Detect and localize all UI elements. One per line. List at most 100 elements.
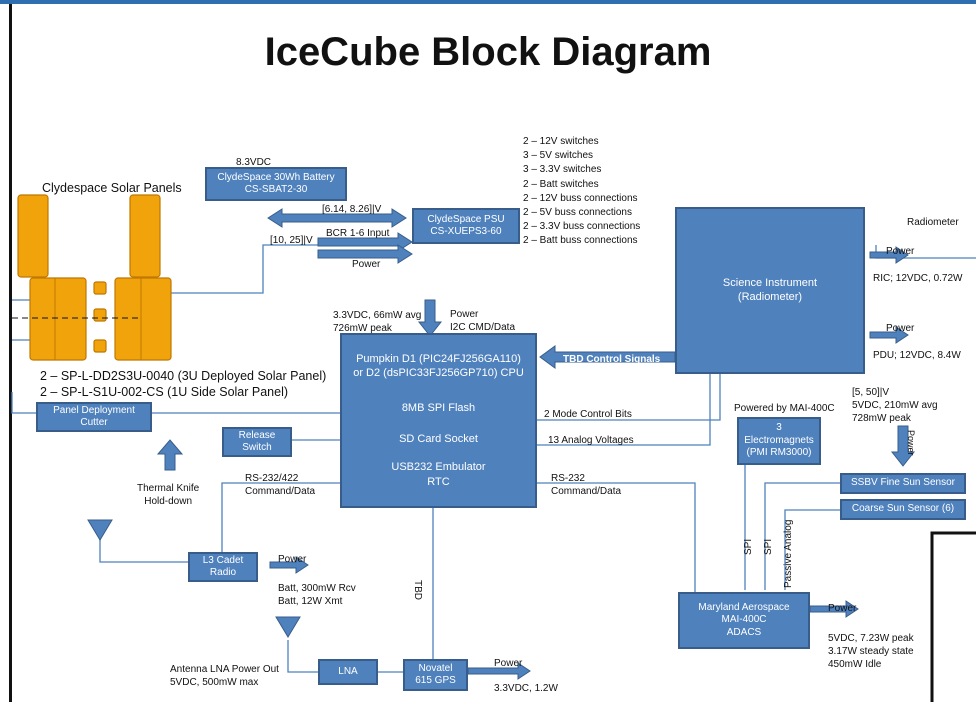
antenna-line: Antenna LNA Power Out: [170, 664, 279, 675]
left-border: [9, 4, 12, 702]
science-instrument-block: Science Instrument (Radiometer): [675, 207, 865, 374]
battery-voltage: 8.3VDC: [236, 157, 272, 168]
cpu-line-2: or D2 (dsPIC33FJ256GP710) CPU: [353, 367, 524, 379]
rs232-label: RS-232 Command/Data: [551, 472, 621, 498]
batt-psu-voltage: [6.14, 8.26]|V: [322, 204, 382, 215]
magnets-powered-by: Powered by MAI-400C: [734, 403, 835, 414]
coarse-sun-label: Coarse Sun Sensor (6): [851, 503, 955, 515]
panel-part-1: 2 – SP-L-DD2S3U-0040 (3U Deployed Solar …: [40, 369, 327, 383]
cpu-line-4: SD Card Socket: [399, 433, 478, 445]
fine-sun-label: SSBV Fine Sun Sensor: [851, 477, 955, 489]
spi-label-1: SPI: [743, 538, 754, 555]
release-line-2: Switch: [242, 442, 272, 453]
sun-fine-spec: 5VDC, 210mW avg: [852, 400, 938, 411]
spi-label-2: SPI: [763, 538, 774, 555]
adacs-spec: 450mW Idle: [828, 659, 882, 670]
cpu-power-left: 3.3VDC, 66mW avg 726mW peak: [333, 309, 421, 335]
psu-spec: 2 – 12V switches: [523, 136, 599, 147]
rs232-422-label: RS-232/422 Command/Data: [245, 472, 315, 498]
psu-spec: 2 – Batt switches: [523, 178, 599, 190]
radio-line-2: Radio: [209, 567, 237, 578]
cpu-power-line: 726mW peak: [333, 323, 392, 334]
adacs-spec: 3.17W steady state: [828, 646, 914, 657]
rs232-422-line: RS-232/422: [245, 473, 299, 484]
cpu-line-5: USB232 Embulator: [391, 461, 486, 473]
rs232-line: RS-232: [551, 473, 585, 484]
pdu-spec: PDU; 12VDC, 8.4W: [873, 350, 961, 361]
adacs-block: Maryland Aerospace MAI-400C ADACS: [678, 592, 810, 649]
cpu-power-right: Power I2C CMD/Data: [450, 308, 515, 334]
psu-spec: 3 – 3.3V switches: [523, 164, 602, 176]
adacs-spec: 5VDC, 7.23W peak: [828, 633, 914, 644]
cpu-power-line: 3.3VDC, 66mW avg: [333, 310, 422, 321]
sun-fine-specs: [5, 50]|V 5VDC, 210mW avg 728mW peak: [852, 386, 938, 425]
radio-spec: Batt, 12W Xmt: [278, 596, 343, 607]
release-line-1: Release: [238, 429, 276, 441]
rs232-line: Command/Data: [551, 486, 622, 497]
psu-line-2: CS-XUEPS3-60: [430, 226, 502, 237]
psu-spec: 3 – 5V switches: [523, 150, 594, 162]
thermal-line: Thermal Knife: [137, 483, 200, 494]
psu-block: ClydeSpace PSU CS-XUEPS3-60: [412, 208, 520, 244]
solar-voltage: [10, 25]|V: [270, 235, 313, 246]
cpu-power-line: Power: [450, 309, 479, 320]
coarse-sun-sensor-block: Coarse Sun Sensor (6): [840, 499, 966, 520]
antenna-lna-label: Antenna LNA Power Out 5VDC, 500mW max: [170, 663, 279, 689]
radio-specs: Batt, 300mW Rcv Batt, 12W Xmt: [278, 582, 356, 608]
deployment-line-1: Panel Deployment: [53, 404, 135, 416]
fine-sun-sensor-block: SSBV Fine Sun Sensor: [840, 473, 966, 494]
radio-power-label: Power: [278, 554, 307, 565]
rs232-422-line: Command/Data: [245, 486, 316, 497]
radio-spec: Batt, 300mW Rcv: [278, 583, 356, 594]
adacs-line-2: MAI-400C: [721, 614, 767, 626]
release-switch-block: Release Switch: [222, 427, 292, 457]
solar-panels-label: Clydespace Solar Panels: [42, 181, 182, 195]
panel-part-2: 2 – SP-L-S1U-002-CS (1U Side Solar Panel…: [40, 385, 289, 399]
solar-power-label: Power: [352, 259, 381, 270]
radiometer-label: Radiometer: [907, 217, 959, 228]
battery-line-2: CS-SBAT2-30: [244, 184, 308, 195]
diagram-title: IceCube Block Diagram: [264, 30, 712, 74]
cpu-block: Pumpkin D1 (PIC24FJ256GA110) or D2 (dsPI…: [340, 333, 537, 508]
top-border: [0, 0, 976, 4]
lna-label: LNA: [338, 665, 358, 677]
adacs-power-label: Power: [828, 603, 857, 614]
adacs-specs: 5VDC, 7.23W peak 3.17W steady state 450m…: [828, 632, 914, 671]
battery-line-1: ClydeSpace 30Wh Battery: [217, 171, 335, 183]
magnets-line-2: Electromagnets: [744, 434, 814, 446]
battery-block: ClydeSpace 30Wh Battery CS-SBAT2-30: [205, 167, 347, 201]
pdu-power-label: Power: [886, 323, 915, 334]
tbd-control-label: TBD Control Signals: [563, 354, 661, 365]
science-line-2: (Radiometer): [737, 290, 803, 303]
cpu-line-6: RTC: [427, 476, 450, 488]
antenna-line: 5VDC, 500mW max: [170, 677, 259, 688]
gps-block: Novatel 615 GPS: [403, 659, 468, 691]
thermal-line: Hold-down: [144, 496, 193, 507]
science-line-1: Science Instrument: [722, 276, 818, 289]
sun-fine-spec: 728mW peak: [852, 413, 911, 424]
cpu-line-1: Pumpkin D1 (PIC24FJ256GA110): [356, 353, 521, 365]
gps-line-1: Novatel: [418, 662, 453, 674]
mode-bits-label: 2 Mode Control Bits: [544, 409, 632, 420]
thermal-knife-label: Thermal Knife Hold-down: [137, 482, 199, 508]
adacs-line-3: ADACS: [726, 626, 762, 638]
ric-spec: RIC; 12VDC, 0.72W: [873, 273, 963, 284]
psu-spec: 2 – 3.3V buss connections: [523, 221, 641, 233]
psu-spec: 2 – 5V buss connections: [523, 207, 632, 219]
electromagnets-block: 3 Electromagnets (PMI RM3000): [737, 417, 821, 465]
sun-fine-spec: [5, 50]|V: [852, 387, 890, 398]
panel-deployment-block: Panel Deployment Cutter: [36, 402, 152, 432]
ric-power-label: Power: [886, 246, 915, 257]
magnets-line-3: (PMI RM3000): [746, 447, 812, 459]
tbd-label: TBD: [412, 580, 423, 600]
analog-label: 13 Analog Voltages: [548, 435, 634, 446]
psu-specs: 2 – 12V switches 3 – 5V switches 3 – 3.3…: [523, 135, 640, 249]
cpu-line-3: 8MB SPI Flash: [401, 402, 476, 414]
deployment-line-2: Cutter: [80, 417, 108, 428]
psu-spec: 2 – 12V buss connections: [523, 192, 638, 204]
gps-spec: 3.3VDC, 1.2W: [494, 683, 558, 694]
psu-spec: 2 – Batt buss connections: [523, 235, 638, 247]
radio-line-1: L3 Cadet: [202, 554, 244, 566]
